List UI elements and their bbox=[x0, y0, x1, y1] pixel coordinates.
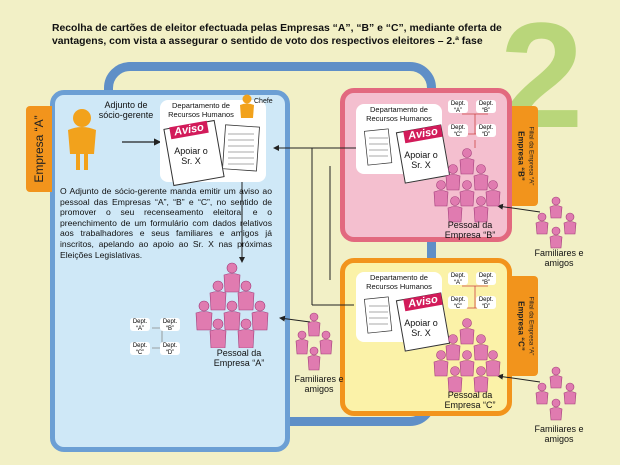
familiares-b-label: Familiares e amigos bbox=[534, 248, 584, 268]
dept-a-c: Dept. “C” bbox=[130, 342, 150, 356]
family-group-icon bbox=[535, 196, 577, 249]
dept-b-a: Dept. “A” bbox=[448, 100, 468, 114]
pessoal-b-label: Pessoal da Empresa “B” bbox=[444, 220, 496, 240]
company-c-tab: Empresa “C” Filial da Empresa “A” bbox=[512, 276, 538, 376]
apoiar-c: Apoiar o Sr. X bbox=[404, 318, 438, 338]
family-group-icon bbox=[535, 366, 577, 421]
familiares-a-label: Familiares e amigos bbox=[294, 374, 344, 394]
hr-label-a: Departamento de Recursos Humanos bbox=[168, 101, 234, 119]
apoiar-b: Apoiar o Sr. X bbox=[404, 150, 438, 170]
family-group-icon bbox=[295, 312, 333, 371]
dept-a-a: Dept. “A” bbox=[130, 318, 150, 332]
chefe-label: Chefe bbox=[254, 98, 273, 105]
adjunto-person-icon bbox=[68, 109, 96, 170]
familiares-c-label: Familiares e amigos bbox=[534, 424, 584, 444]
dept-b-d: Dept. “D” bbox=[476, 124, 496, 138]
people-group-icon bbox=[433, 148, 501, 223]
form-document-icon bbox=[364, 296, 393, 334]
company-b-tab: Empresa “B” Filial da Empresa “A” bbox=[512, 106, 538, 206]
company-a-tab: Empresa “A” bbox=[26, 106, 52, 192]
dept-a-d: Dept. “D” bbox=[160, 342, 180, 356]
hr-label-b: Departamento de Recursos Humanos bbox=[366, 105, 432, 123]
dept-c-c: Dept. “C” bbox=[448, 296, 468, 310]
dept-c-a: Dept. “A” bbox=[448, 272, 468, 286]
dept-b-c: Dept. “C” bbox=[448, 124, 468, 138]
form-document-icon bbox=[222, 124, 260, 172]
pessoal-c-label: Pessoal da Empresa “C” bbox=[444, 390, 496, 410]
pessoal-a-label: Pessoal da Empresa “A” bbox=[213, 348, 265, 368]
adjunto-label: Adjunto de sócio-gerente bbox=[98, 100, 154, 120]
hr-label-c: Departamento de Recursos Humanos bbox=[366, 273, 432, 291]
form-document-icon bbox=[364, 128, 393, 166]
dept-b-b: Dept. “B” bbox=[476, 100, 496, 114]
apoiar-a: Apoiar o Sr. X bbox=[174, 146, 208, 166]
dept-c-b: Dept. “B” bbox=[476, 272, 496, 286]
diagram-title: Recolha de cartões de eleitor efectuada … bbox=[52, 23, 502, 47]
description-text: O Adjunto de sócio-gerente manda emitir … bbox=[60, 186, 272, 260]
dept-a-b: Dept. “B” bbox=[160, 318, 180, 332]
chefe-person-icon bbox=[240, 94, 254, 118]
dept-c-d: Dept. “D” bbox=[476, 296, 496, 310]
people-group-icon bbox=[195, 262, 269, 348]
people-group-icon bbox=[433, 318, 501, 393]
